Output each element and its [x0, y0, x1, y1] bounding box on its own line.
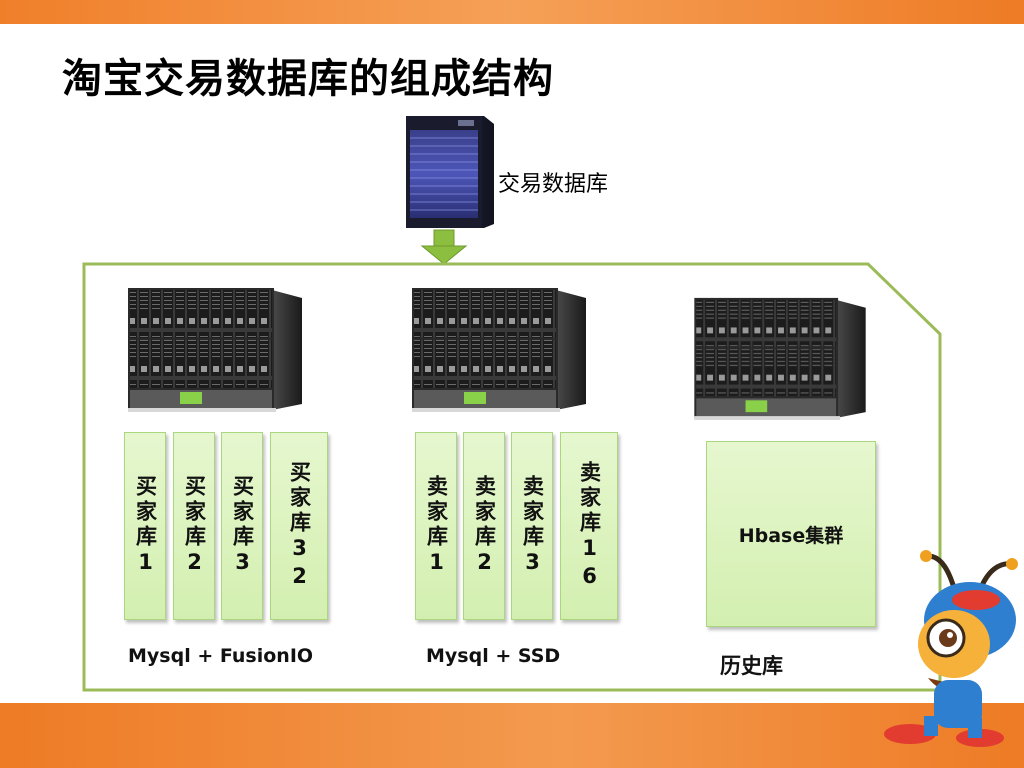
ant-mascot-icon [884, 550, 1018, 747]
buyer-db-label: 买家库1 [133, 474, 158, 578]
seller-db-card-16: 卖家库16 [560, 432, 618, 620]
seller-group-label: Mysql + SSD [426, 645, 561, 667]
buyer-db-card-32: 买家库32 [270, 432, 328, 620]
history-group-label: 历史库 [720, 654, 783, 678]
blade-rack-icon [412, 288, 586, 412]
buyer-db-card-2: 买家库2 [173, 432, 215, 620]
db-cluster-frame [82, 262, 942, 692]
buyer-group-label: Mysql + FusionIO [128, 645, 314, 667]
seller-db-label: 卖家库1 [424, 474, 449, 578]
buyer-db-label: 买家库2 [182, 474, 207, 578]
buyer-db-label: 买家库32 [287, 460, 312, 592]
down-arrow-icon [420, 229, 468, 265]
blade-rack-icon [694, 297, 866, 421]
buyer-db-card-1: 买家库1 [124, 432, 166, 620]
seller-db-card-3: 卖家库3 [511, 432, 553, 620]
slide-title: 淘宝交易数据库的组成结构 [62, 56, 554, 102]
seller-db-label: 卖家库16 [577, 460, 602, 592]
seller-db-label: 卖家库2 [472, 474, 497, 578]
top-db-label: 交易数据库 [498, 172, 609, 197]
tower-server-icon [406, 116, 494, 228]
buyer-db-label: 买家库3 [230, 474, 255, 578]
seller-db-card-2: 卖家库2 [463, 432, 505, 620]
seller-db-label: 卖家库3 [520, 474, 545, 578]
top-accent-bar [0, 0, 1024, 24]
bottom-accent-bar [0, 703, 1024, 768]
blade-rack-icon [128, 288, 302, 412]
buyer-db-card-3: 买家库3 [221, 432, 263, 620]
hbase-label: Hbase集群 [738, 524, 844, 547]
hbase-cluster-card: Hbase集群 [706, 441, 876, 627]
seller-db-card-1: 卖家库1 [415, 432, 457, 620]
